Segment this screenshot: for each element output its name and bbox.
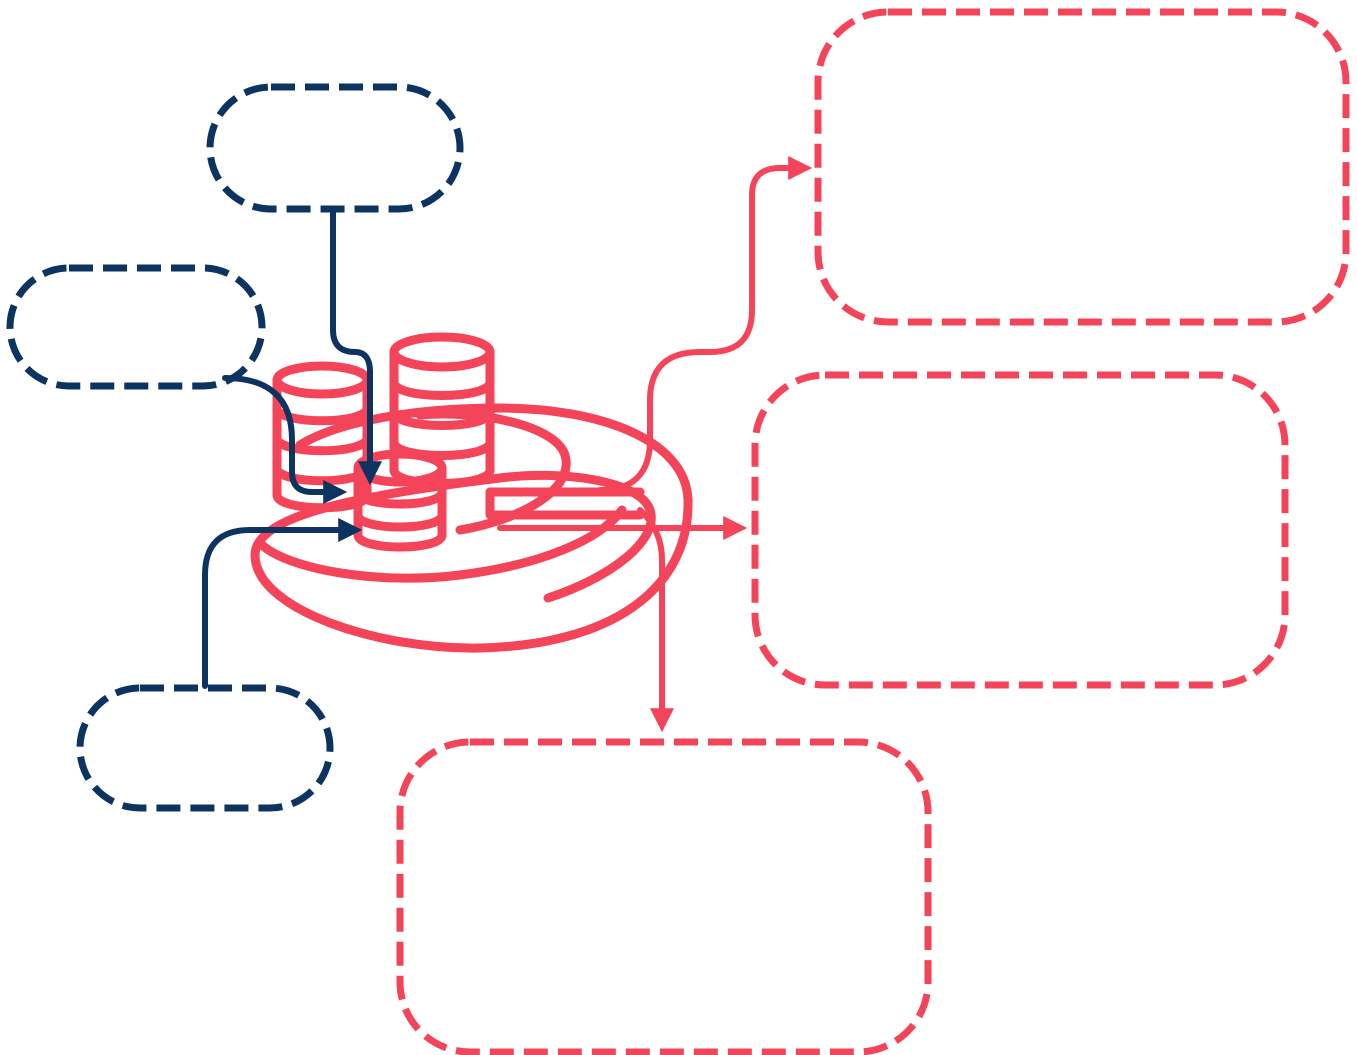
input-box-bottom (80, 688, 330, 808)
input-box-left (10, 268, 262, 386)
output-box-middle (755, 375, 1285, 685)
input-box-top (210, 87, 460, 209)
arrow-output-top (600, 168, 805, 490)
output-box-top (818, 12, 1346, 322)
output-box-bottom (400, 742, 928, 1052)
